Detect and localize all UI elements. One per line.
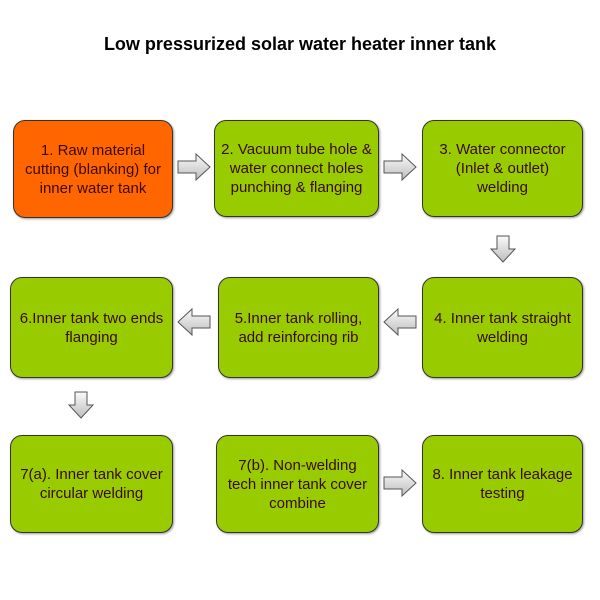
step-8: 8. Inner tank leakage testing [422,435,583,533]
arrow-down-icon [489,235,517,263]
step-5: 5.Inner tank rolling, add reinforcing ri… [218,277,379,378]
step-7a: 7(a). Inner tank cover circular welding [10,435,173,533]
arrow-left-icon [383,307,417,337]
step-7b: 7(b). Non-welding tech inner tank cover … [216,435,379,533]
arrow-right-icon [383,152,417,182]
arrow-left-icon [177,307,211,337]
step-6: 6.Inner tank two ends flanging [10,277,173,378]
step-3: 3. Water connector (Inlet & outlet) weld… [422,120,583,217]
step-1: 1. Raw material cutting (blanking) for i… [13,120,173,218]
diagram-title: Low pressurized solar water heater inner… [103,34,497,54]
arrow-right-icon [383,468,417,498]
arrow-right-icon [177,152,211,182]
step-2: 2. Vacuum tube hole & water connect hole… [214,120,379,217]
arrow-down-icon [67,391,95,419]
step-4: 4. Inner tank straight welding [422,277,583,378]
